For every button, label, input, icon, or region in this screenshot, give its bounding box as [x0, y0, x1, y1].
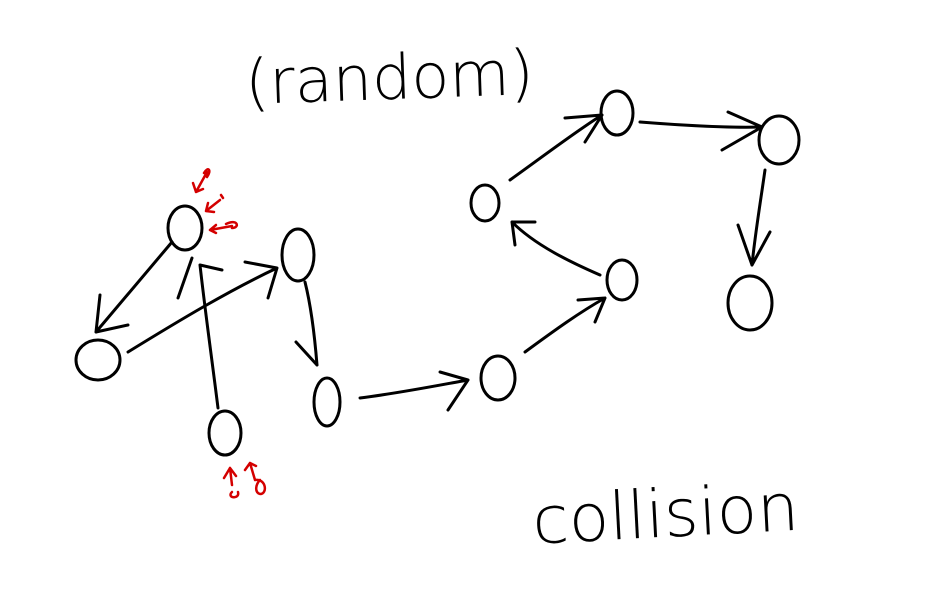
edge-i-j: [638, 110, 764, 152]
edge-f-g: [523, 296, 607, 354]
edge-g-h: [510, 220, 602, 277]
node-i: [599, 89, 635, 137]
node-k: [726, 274, 774, 332]
node-d: [207, 409, 243, 457]
edge-e-f: [358, 370, 470, 412]
red-arrow-icon: [222, 466, 240, 499]
node-f: [479, 354, 517, 402]
edge-a-c: [94, 240, 174, 334]
node-g: [605, 258, 639, 302]
label-collision: collision: [530, 469, 800, 560]
edges: [94, 110, 772, 412]
edge-b-e: [294, 280, 319, 367]
edge-h-i: [508, 113, 604, 182]
node-c: [74, 338, 122, 382]
node-b: [280, 227, 316, 283]
nodes: [74, 89, 801, 457]
label-random: (random): [244, 36, 535, 119]
edge-d-a: [176, 256, 224, 410]
edge-j-k: [736, 168, 772, 267]
red-arrow-icon: [243, 461, 267, 496]
node-h: [469, 183, 501, 223]
red-annotations: [191, 168, 267, 499]
node-e: [312, 376, 342, 428]
red-arrow-icon: [191, 168, 211, 194]
red-arrow-icon: [208, 220, 239, 235]
node-a: [166, 204, 204, 252]
red-arrow-icon: [204, 193, 225, 214]
node-j: [757, 114, 801, 166]
